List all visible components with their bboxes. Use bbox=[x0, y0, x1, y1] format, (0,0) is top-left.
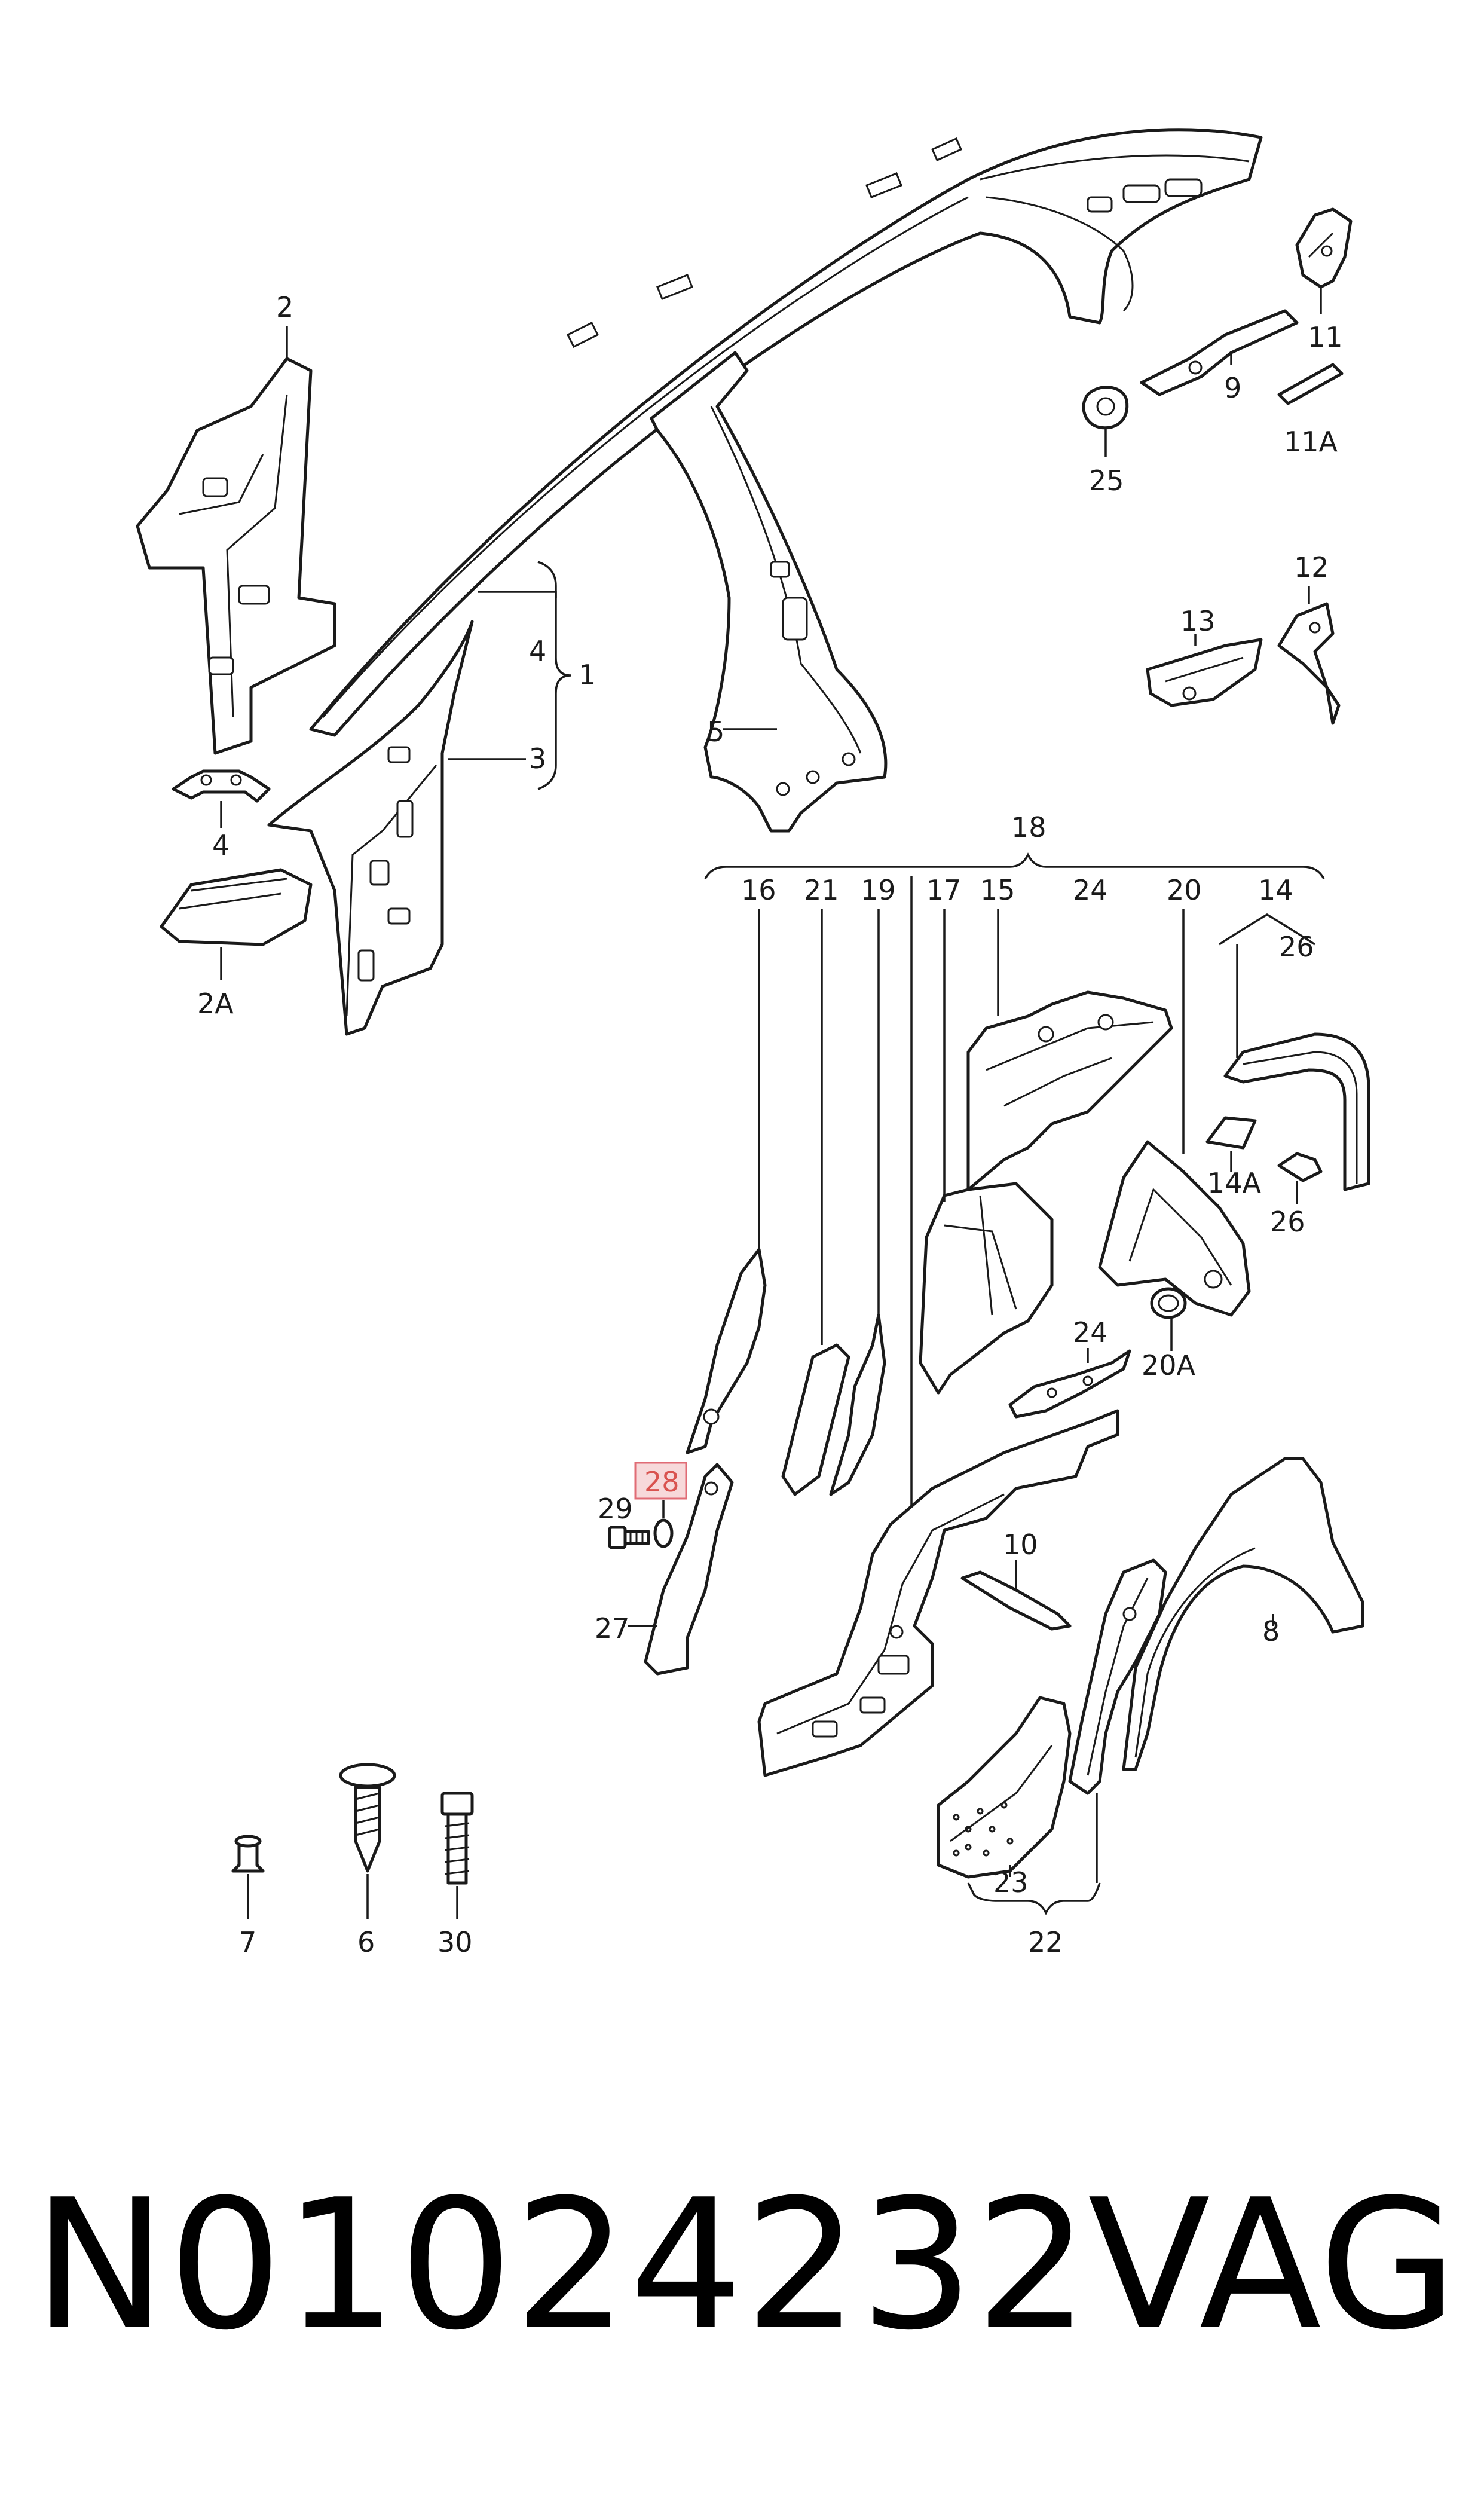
callout-10: 10 bbox=[1003, 1528, 1038, 1561]
part-20A-grommet bbox=[1150, 1287, 1187, 1351]
callout-17: 17 bbox=[926, 874, 962, 906]
part-16-reinforcement bbox=[686, 909, 767, 1454]
callout-18: 18 bbox=[1011, 811, 1047, 843]
part-30-stud bbox=[440, 1792, 474, 1919]
callout-23: 23 bbox=[993, 1866, 1029, 1899]
callout-2: 2 bbox=[276, 291, 293, 323]
callout-8: 8 bbox=[1262, 1615, 1280, 1647]
callout-11: 11 bbox=[1308, 321, 1343, 353]
callout-5: 5 bbox=[707, 716, 724, 748]
part-12-bracket bbox=[1277, 586, 1341, 725]
part-11A-strip bbox=[1277, 363, 1344, 405]
rear-wheelhouse-lower bbox=[757, 1409, 1119, 1777]
part-6-screw bbox=[339, 1763, 396, 1919]
callout-22: 22 bbox=[1028, 1926, 1063, 1958]
bracket-14-26 bbox=[1219, 913, 1315, 946]
part-7-nut bbox=[231, 1835, 265, 1919]
part-17-inner-panel bbox=[919, 909, 1054, 1395]
roof-side-rail bbox=[309, 128, 1263, 737]
callout-29: 29 bbox=[598, 1493, 633, 1525]
brand-label: VAG bbox=[1088, 2161, 1458, 2370]
callout-14: 14 bbox=[1258, 874, 1293, 906]
part-9-strut bbox=[1140, 309, 1299, 396]
callout-30: 30 bbox=[437, 1926, 473, 1958]
callout-21: 21 bbox=[804, 874, 839, 906]
part-11-hinge-bracket bbox=[1295, 207, 1353, 314]
part-10-strip bbox=[960, 1560, 1072, 1631]
part-3-pillar-panel bbox=[267, 591, 557, 1036]
part-15-wheelhouse bbox=[966, 909, 1173, 1191]
part-8-fender bbox=[1122, 1457, 1364, 1771]
part-25-clip bbox=[1082, 386, 1129, 457]
part-20-bracket bbox=[1098, 909, 1251, 1317]
part-27-bracket bbox=[628, 1463, 734, 1676]
callout-1: 1 bbox=[579, 659, 596, 691]
callout-7: 7 bbox=[239, 1926, 256, 1958]
callout-16: 16 bbox=[741, 874, 776, 906]
part-14A-foam-pad bbox=[1205, 1116, 1257, 1172]
callout-11A: 11A bbox=[1284, 426, 1338, 458]
part-19-strip bbox=[829, 909, 886, 1496]
callout-26-top: 26 bbox=[1279, 931, 1314, 963]
callout-28: 28 bbox=[644, 1466, 680, 1498]
callout-9: 9 bbox=[1224, 372, 1241, 404]
callout-27: 27 bbox=[595, 1612, 630, 1644]
callout-20: 20 bbox=[1167, 874, 1202, 906]
callout-26-lower: 26 bbox=[1270, 1206, 1305, 1238]
callout-12: 12 bbox=[1294, 551, 1329, 583]
callout-24-lower: 24 bbox=[1073, 1316, 1108, 1349]
part-4-small-bracket bbox=[172, 769, 271, 828]
callout-28-highlight bbox=[634, 1462, 687, 1500]
part-14-arch-strip bbox=[1223, 944, 1370, 1191]
callout-14A: 14A bbox=[1207, 1167, 1262, 1199]
part-21-strip bbox=[781, 909, 850, 1496]
bracket-22 bbox=[967, 1882, 1101, 1915]
callout-13: 13 bbox=[1180, 605, 1216, 637]
callout-6: 6 bbox=[357, 1926, 375, 1958]
bracket-1 bbox=[537, 561, 571, 790]
part-28-washer bbox=[653, 1500, 674, 1548]
callout-20A: 20A bbox=[1142, 1349, 1196, 1381]
callout-24-top: 24 bbox=[1073, 874, 1108, 906]
part-29-bolt bbox=[608, 1526, 650, 1549]
callout-25: 25 bbox=[1089, 464, 1124, 497]
part-13-panel bbox=[1146, 634, 1263, 707]
callout-19: 19 bbox=[861, 874, 896, 906]
callout-4-upper: 4 bbox=[529, 635, 546, 667]
part-22-pillar-lower bbox=[1068, 1558, 1167, 1795]
part-26-clip bbox=[1277, 1152, 1323, 1204]
callout-15: 15 bbox=[980, 874, 1015, 906]
callout-3: 3 bbox=[529, 742, 546, 775]
part-5-b-pillar bbox=[650, 351, 888, 833]
part-2A-insulation-block bbox=[160, 868, 313, 980]
part-2-pillar-bracket bbox=[136, 326, 336, 755]
part-23-panel bbox=[937, 1696, 1072, 1879]
part-number-label: N01024232 bbox=[33, 2161, 1091, 2370]
callout-4-lower: 4 bbox=[212, 829, 230, 861]
group-18-bracket bbox=[704, 852, 1325, 879]
callout-2A: 2A bbox=[197, 988, 234, 1020]
part-24-upper-bracket bbox=[1008, 1348, 1131, 1419]
